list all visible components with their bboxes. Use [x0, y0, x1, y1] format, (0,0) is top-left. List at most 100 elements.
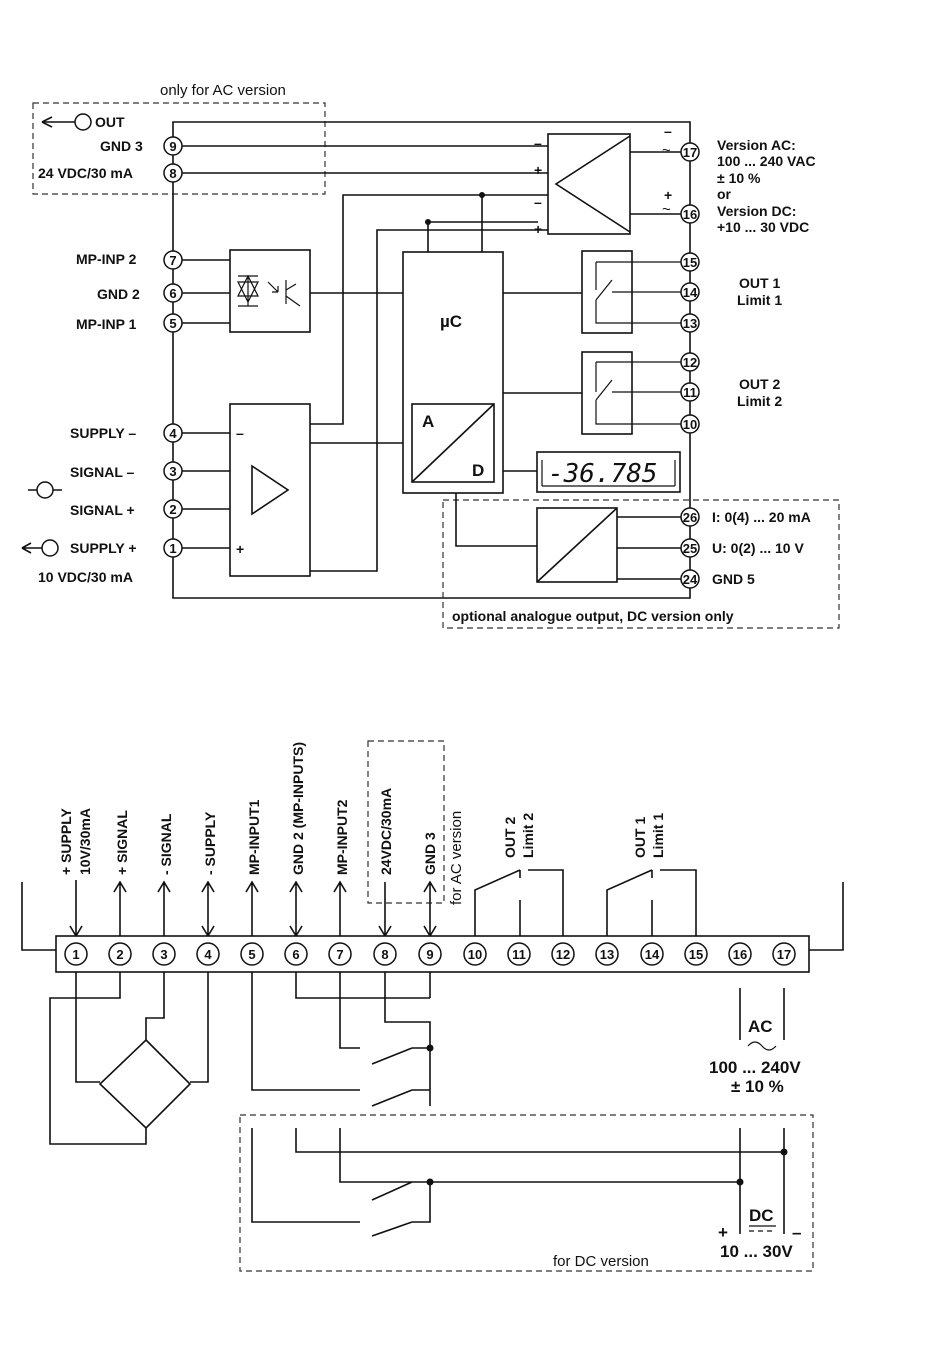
svg-text:- SIGNAL: - SIGNAL [158, 813, 174, 875]
label-signal-plus: SIGNAL + [70, 502, 135, 518]
dc-label: DC [749, 1206, 774, 1225]
strip-terminal-label-5: 5 [248, 947, 255, 962]
terminal-9: 9 [169, 139, 176, 154]
strip-terminal-label-6: 6 [292, 947, 299, 962]
terminal-24: 24 [683, 572, 698, 587]
ac-label: AC [748, 1017, 773, 1036]
svg-text:24VDC/30mA: 24VDC/30mA [378, 788, 394, 875]
svg-text:OUT 2: OUT 2 [502, 817, 518, 858]
strip-terminal-label-2: 2 [116, 947, 123, 962]
terminal-6: 6 [169, 286, 176, 301]
terminal-26: 26 [683, 510, 697, 525]
dc-note: for DC version [553, 1253, 649, 1270]
strip-terminal-label-14: 14 [645, 947, 660, 962]
svg-text:GND 2 (MP-INPUTS): GND 2 (MP-INPUTS) [290, 742, 306, 875]
adc-a: A [422, 412, 434, 431]
adc-d: D [472, 461, 484, 480]
strip-terminal-label-16: 16 [733, 947, 747, 962]
terminal-12: 12 [683, 355, 697, 370]
analog-note: optional analogue output, DC version onl… [452, 608, 734, 624]
label-signal-minus: SIGNAL – [70, 464, 135, 480]
strip-terminal-5 [240, 942, 264, 966]
strip-terminal-label-13: 13 [600, 947, 614, 962]
label-gnd2: GND 2 [97, 286, 140, 302]
strip-terminal-11 [507, 942, 531, 966]
optocoupler [229, 249, 311, 333]
strip-terminal-2 [108, 942, 132, 966]
terminal-2: 2 [169, 502, 176, 517]
strip-terminal-15 [684, 942, 708, 966]
terminal-16: 16 [683, 207, 697, 222]
strip-terminal-label-12: 12 [556, 947, 570, 962]
ac-note: only for AC version [160, 82, 286, 99]
ac-voltage: 100 ... 240V [709, 1058, 801, 1077]
svg-text:~: ~ [662, 142, 671, 159]
strip-terminal-9 [418, 942, 442, 966]
strip-terminal-label-17: 17 [777, 947, 791, 962]
diode-icon [237, 274, 259, 307]
ac-only-box [32, 102, 326, 195]
strip-terminal-7 [328, 942, 352, 966]
label-gnd3: GND 3 [100, 138, 143, 154]
svg-text:10V/30mA: 10V/30mA [77, 808, 93, 875]
dc-voltage: 10 ... 30V [720, 1242, 793, 1261]
svg-text:+10 ... 30 VDC: +10 ... 30 VDC [717, 219, 809, 235]
strip-terminal-label-7: 7 [336, 947, 343, 962]
strip-terminal-4 [196, 942, 220, 966]
terminal-3: 3 [169, 464, 176, 479]
label-mpinp1: MP-INP 1 [76, 316, 137, 332]
strip-terminal-label-11: 11 [512, 947, 526, 962]
signal-symbol [36, 481, 54, 499]
terminal-13: 13 [683, 316, 697, 331]
terminal-top-labels: + SUPPLY 10V/30mA + SIGNAL - SIGNAL - SU… [58, 742, 465, 905]
svg-text:MP-INPUT2: MP-INPUT2 [334, 799, 350, 875]
svg-text:+: + [534, 221, 542, 237]
dc-plus: + [718, 1223, 728, 1242]
strip-terminal-16 [728, 942, 752, 966]
analog-output-box [442, 499, 840, 629]
out-symbol [74, 113, 92, 131]
strip-terminal-17 [772, 942, 796, 966]
strip-terminal-6 [284, 942, 308, 966]
phototransistor-icon [267, 280, 301, 307]
svg-text:+: + [664, 187, 672, 203]
svg-text:100 ... 240 VAC: 100 ... 240 VAC [717, 153, 816, 169]
display [536, 451, 681, 493]
label-mpinp2: MP-INP 2 [76, 251, 137, 267]
power-supply [547, 133, 631, 235]
svg-text:Limit 2: Limit 2 [520, 813, 536, 858]
svg-text:Version AC:: Version AC: [717, 137, 796, 153]
svg-text:MP-INPUT1: MP-INPUT1 [246, 799, 262, 875]
terminal-14: 14 [683, 285, 698, 300]
amplifier [229, 403, 311, 577]
terminal-4: 4 [169, 426, 177, 441]
terminal-11: 11 [683, 385, 697, 400]
terminal-17: 17 [683, 145, 697, 160]
strip-terminal-label-1: 1 [72, 947, 79, 962]
strip-terminal-label-9: 9 [426, 947, 433, 962]
label-supply-plus: SUPPLY + [70, 540, 137, 556]
svg-text:GND 3: GND 3 [422, 832, 438, 875]
svg-text:- SUPPLY: - SUPPLY [202, 811, 218, 875]
svg-text:Limit 1: Limit 1 [650, 813, 666, 858]
analog-u: U: 0(2) ... 10 V [712, 540, 804, 556]
label-out: OUT [95, 114, 125, 130]
svg-text:~: ~ [662, 201, 671, 218]
label-10v: 10 VDC/30 mA [38, 569, 133, 585]
label-24v: 24 VDC/30 mA [38, 165, 133, 181]
strip-terminal-3 [152, 942, 176, 966]
dc-version-box [239, 1114, 814, 1272]
left-terminals: 9 8 7 6 5 4 3 2 1 [163, 136, 183, 558]
strip-terminal-12 [551, 942, 575, 966]
terminal-5: 5 [169, 316, 176, 331]
analog-i: I: 0(4) ... 20 mA [712, 509, 811, 525]
svg-text:–: – [236, 425, 244, 441]
svg-text:+ SUPPLY: + SUPPLY [58, 808, 74, 875]
svg-text:–: – [534, 194, 542, 210]
svg-text:OUT 1: OUT 1 [632, 817, 648, 858]
terminal-wiring: + SUPPLY 10V/30mA + SIGNAL - SIGNAL - SU… [21, 740, 844, 1272]
terminal-7: 7 [169, 253, 176, 268]
out1-label: OUT 1 [739, 275, 780, 291]
